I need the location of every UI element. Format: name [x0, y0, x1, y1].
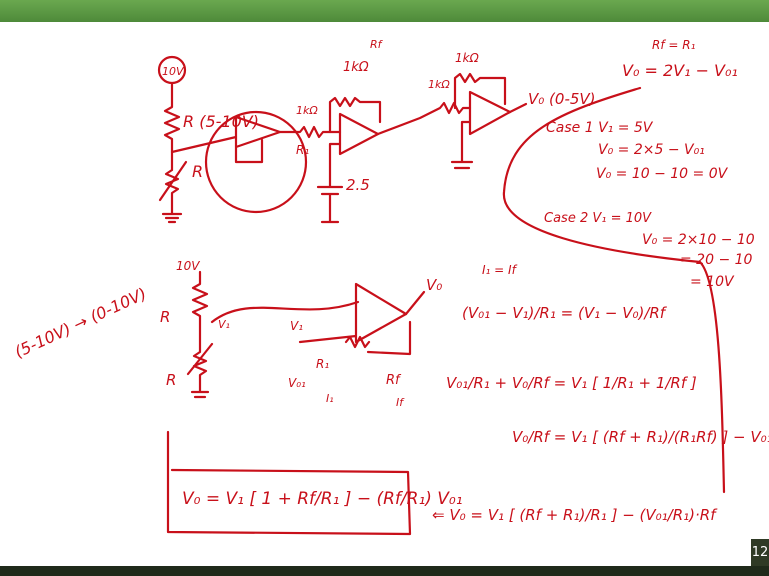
label-mid-v1-node: V₁ — [218, 318, 230, 331]
label-case1-b: V₀ = 10 − 10 = 0V — [596, 166, 729, 182]
label-case1: Case 1 V₁ = 5V — [546, 120, 654, 136]
label-mid-if: If — [396, 396, 405, 409]
wire-output — [508, 102, 528, 114]
label-mid-vo: V₀ — [426, 276, 442, 294]
label-case2-a: V₀ = 2×10 − 10 — [642, 232, 755, 248]
label-boxed-result: V₀ = V₁ [ 1 + Rf/R₁ ] − (Rf/R₁) V₀₁ — [182, 489, 463, 509]
label-mid-v1-in: V₁ — [290, 319, 303, 333]
label-eq1: (V₀₁ − V₁)/R₁ = (V₁ − V₀)/Rf — [462, 304, 668, 322]
label-right-header: Rf = R₁ — [652, 38, 696, 52]
label-1k-c: 1kΩ — [428, 78, 450, 91]
wire-v1 — [210, 300, 360, 324]
whiteboard: 10V R (5-10V) R R₁ 1kΩ Rf 1kΩ 2.5 1kΩ 1k… — [0, 22, 769, 566]
label-top-supply: 10V — [162, 65, 185, 78]
wire-buffer-in — [170, 135, 238, 154]
wire-diff-out — [376, 101, 472, 136]
label-case2: Case 2 V₁ = 10V — [544, 211, 652, 226]
label-eq2: V₀₁/R₁ + V₀/Rf = V₁ [ 1/R₁ + 1/Rf ] — [446, 374, 697, 392]
label-r1-top: R₁ — [296, 143, 309, 157]
footer-bar — [0, 566, 769, 576]
opamp-diff — [338, 112, 380, 156]
label-case2-b: = 20 − 10 — [680, 252, 753, 268]
resistor-feedback-2 — [453, 72, 507, 110]
label-bias: 2.5 — [346, 176, 370, 194]
label-mid-supply: 10V — [176, 259, 200, 273]
divider-curve — [502, 86, 726, 494]
label-mid-rf: Rf — [386, 373, 402, 388]
label-top-r: R (5-10V) — [183, 112, 259, 131]
label-output-range: V₀ (0-5V) — [528, 90, 596, 108]
slide-number: 12 — [751, 539, 769, 566]
label-case2-c: = 10V — [690, 274, 735, 290]
label-mid-vo1: V₀₁ — [288, 376, 306, 390]
label-eq3: V₀/Rf = V₁ [ (Rf + R₁)/(R₁Rf) ] − V₀₁/R₁ — [512, 428, 769, 446]
label-mid-r2: R — [166, 371, 176, 389]
result-box — [166, 430, 412, 536]
resistor-top — [163, 82, 181, 154]
label-range-map: (5-10V) → (0-10V) — [12, 284, 150, 362]
divider-lower — [186, 270, 214, 399]
label-top-r-lower: R — [192, 162, 203, 181]
buffer-circle — [204, 110, 308, 214]
label-eq4: ⇐ V₀ = V₁ [ (Rf + R₁)/R₁ ] − (V₀₁/R₁)·Rf — [432, 506, 718, 524]
label-1k-d: 1kΩ — [455, 51, 480, 65]
buffer-opamp — [234, 115, 282, 164]
label-mid-i1: I₁ — [326, 392, 334, 405]
opamp-lower — [298, 282, 412, 356]
label-mid-r1: R₁ — [316, 357, 329, 371]
wire-vo-lower — [404, 290, 426, 316]
opamp-inverter — [450, 90, 512, 170]
bias-source — [316, 142, 344, 224]
header-bar — [0, 0, 769, 22]
label-kcl: I₁ = If — [482, 263, 518, 277]
label-1k-b: 1kΩ — [296, 104, 318, 117]
label-case1-a: V₀ = 2×5 − V₀₁ — [598, 142, 705, 158]
label-1k-a: 1kΩ — [343, 60, 369, 75]
potentiometer-top — [158, 150, 188, 224]
resistor-r1-top — [278, 125, 342, 139]
label-mid-r: R — [160, 308, 170, 326]
resistor-feedback-1 — [328, 96, 382, 134]
sketch-canvas: 10V R (5-10V) R R₁ 1kΩ Rf 1kΩ 2.5 1kΩ 1k… — [12, 38, 769, 536]
label-right-eq: V₀ = 2V₁ − V₀₁ — [622, 61, 738, 80]
label-1k-a-rf: Rf — [370, 38, 384, 51]
